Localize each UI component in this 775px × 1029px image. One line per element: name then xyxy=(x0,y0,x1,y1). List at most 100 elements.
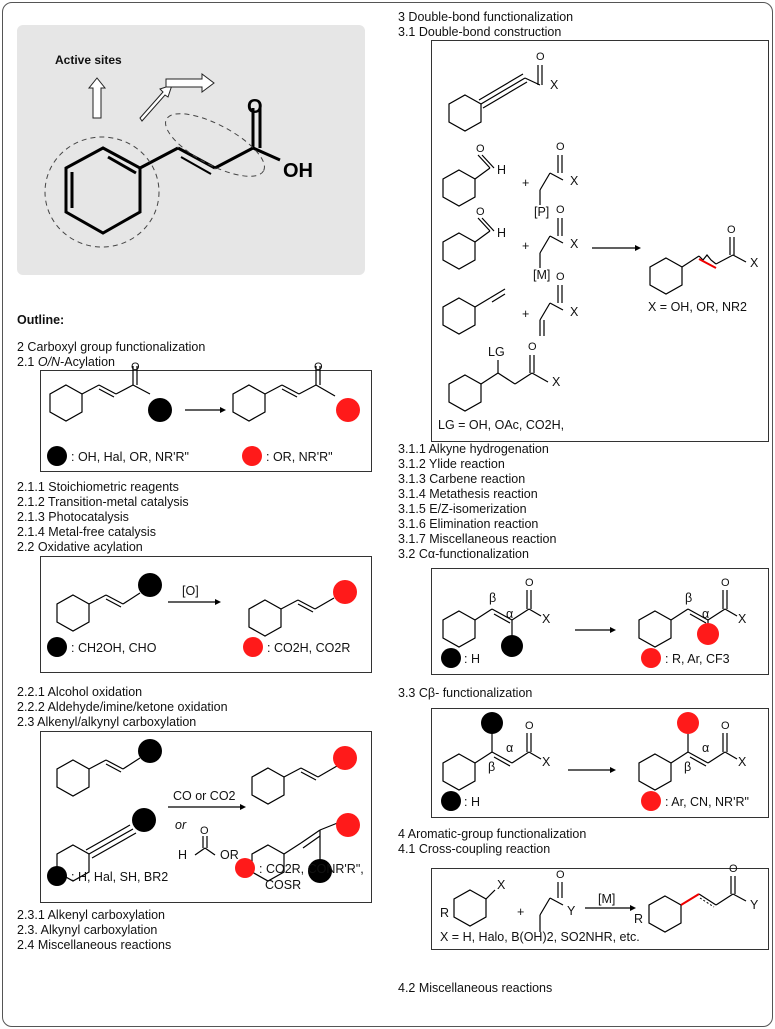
cb-o-left: O xyxy=(525,720,534,732)
c-beta-box xyxy=(431,708,769,818)
section-2-3-2: 2.3. Alkynyl carboxylation xyxy=(17,923,158,937)
ca-alpha-left: α xyxy=(506,607,514,621)
ald2-o: O xyxy=(476,206,485,218)
section-4-2: 4.2 Miscellaneous reactions xyxy=(398,981,553,995)
section-3-1-1: 3.1.1 Alkyne hydrogenation xyxy=(398,442,549,456)
acylation-left-groups: : OH, Hal, OR, NR'R" xyxy=(71,450,189,464)
acrylate-o: O xyxy=(556,271,565,283)
section-2-1-1: 2.1.1 Stoichiometric reagents xyxy=(17,480,179,494)
carbonyl-o-label: O xyxy=(247,96,263,118)
carboxylation-right-groups-2: COSR xyxy=(265,878,302,892)
cb-beta-right: β xyxy=(684,760,692,774)
carbene-m: [M] xyxy=(533,268,551,282)
carboxylation-box xyxy=(40,731,372,903)
oxidative-right-groups: : CO2H, CO2R xyxy=(267,641,351,655)
section-3-1-6: 3.1.6 Elimination reaction xyxy=(398,517,539,531)
ca-beta-right: β xyxy=(685,591,693,605)
section-2-1-4: 2.1.4 Metal-free catalysis xyxy=(17,525,156,539)
ald1-o: O xyxy=(476,143,485,155)
active-sites-panel xyxy=(17,25,365,275)
section-4: 4 Aromatic-group functionalization xyxy=(398,827,587,841)
section-3-3: 3.3 Cβ- functionalization xyxy=(398,686,533,700)
formate-h: H xyxy=(178,848,188,862)
cb-alpha-right: α xyxy=(702,741,710,755)
ca-x-left: X xyxy=(542,612,551,626)
carboxylation-condition: CO or CO2 xyxy=(173,789,236,803)
carboxylation-right-groups-1: : CO2R, CONR'R", xyxy=(259,862,364,876)
section-2-4: 2.4 Miscellaneous reactions xyxy=(17,938,172,952)
oxidant-label: [O] xyxy=(182,584,199,598)
plus-3: + xyxy=(522,307,530,321)
formate-o: O xyxy=(200,825,209,837)
formate-or: OR xyxy=(220,848,239,862)
cc-m: [M] xyxy=(598,892,616,906)
alkyne-o: O xyxy=(536,51,545,63)
plus-2: + xyxy=(522,239,530,253)
c-alpha-box xyxy=(431,568,769,675)
section-3-1-7: 3.1.7 Miscellaneous reaction xyxy=(398,532,557,546)
section-2-3-1: 2.3.1 Alkenyl carboxylation xyxy=(17,908,166,922)
ylide-p: [P] xyxy=(534,205,550,219)
cb-right-groups: : Ar, CN, NR'R" xyxy=(665,795,749,809)
x-definition: X = OH, OR, NR2 xyxy=(648,300,747,314)
carboxylation-or: or xyxy=(175,818,187,832)
ca-alpha-right: α xyxy=(702,607,710,621)
section-2-2-2: 2.2.2 Aldehyde/imine/ketone oxidation xyxy=(17,700,228,714)
ca-x-right: X xyxy=(738,612,747,626)
lg-x: X xyxy=(552,375,561,389)
carboxylation-left-groups: : H, Hal, SH, BR2 xyxy=(71,870,169,884)
section-2-1-2: 2.1.2 Transition-metal catalysis xyxy=(17,495,189,509)
ca-beta-left: β xyxy=(489,591,497,605)
section-3-1-3: 3.1.3 Carbene reaction xyxy=(398,472,526,486)
hydroxyl-label: OH xyxy=(283,160,313,182)
cb-beta-left: β xyxy=(488,760,496,774)
cb-x-left: X xyxy=(542,755,551,769)
section-2-3: 2.3 Alkenyl/alkynyl carboxylation xyxy=(17,715,197,729)
double-bond-box xyxy=(431,40,769,442)
section-3-1-4: 3.1.4 Metathesis reaction xyxy=(398,487,538,501)
ylide-x: X xyxy=(570,174,579,188)
ald2-h: H xyxy=(497,226,507,240)
lg-o: O xyxy=(528,341,537,353)
section-2-2: 2.2 Oxidative acylation xyxy=(17,540,143,554)
acylation-right-groups: : OR, NR'R" xyxy=(266,450,333,464)
plus-1: + xyxy=(522,176,530,190)
cc-o-right: O xyxy=(729,863,738,875)
ca-o-right: O xyxy=(721,577,730,589)
lg-label: LG xyxy=(488,345,505,359)
active-sites-label: Active sites xyxy=(55,53,122,67)
section-3-2: 3.2 Cα-functionalization xyxy=(398,547,529,561)
lg-definition: LG = OH, OAc, CO2H, xyxy=(438,418,565,432)
section-2: 2 Carboxyl group functionalization xyxy=(17,340,206,354)
cc-y-right: Y xyxy=(750,898,759,912)
cb-o-right: O xyxy=(721,720,730,732)
ca-left-groups: : H xyxy=(464,652,480,666)
acylation-box xyxy=(40,370,372,472)
carbene-o: O xyxy=(556,204,565,216)
oxidative-left-groups: : CH2OH, CHO xyxy=(71,641,157,655)
carbene-x: X xyxy=(570,237,579,251)
outline-heading: Outline: xyxy=(17,313,65,327)
cc-plus: + xyxy=(517,905,525,919)
cc-r-right: R xyxy=(634,912,644,926)
cross-coupling-box xyxy=(431,868,769,950)
alkyne-x: X xyxy=(550,78,559,92)
cb-x-right: X xyxy=(738,755,747,769)
cc-x: X xyxy=(497,878,506,892)
ca-o-left: O xyxy=(525,577,534,589)
section-3-1-2: 3.1.2 Ylide reaction xyxy=(398,457,505,471)
ylide-o: O xyxy=(556,141,565,153)
cc-r-left: R xyxy=(440,906,450,920)
section-2-2-1: 2.2.1 Alcohol oxidation xyxy=(17,685,143,699)
section-3: 3 Double-bond functionalization xyxy=(398,10,574,24)
section-2-1: 2.1 O/N-Acylation xyxy=(17,355,115,369)
cc-o-left: O xyxy=(556,869,565,881)
section-3-1-5: 3.1.5 E/Z-isomerization xyxy=(398,502,527,516)
section-4-1: 4.1 Cross-coupling reaction xyxy=(398,842,551,856)
